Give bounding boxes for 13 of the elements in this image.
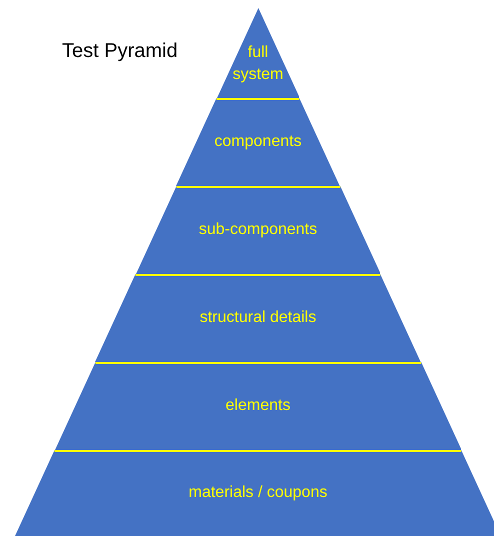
tier-label: structural details xyxy=(200,308,316,328)
pyramid-tier xyxy=(176,98,340,186)
pyramid-title: Test Pyramid xyxy=(62,40,178,63)
tier-label: materials / coupons xyxy=(188,483,328,503)
pyramid-tier xyxy=(95,274,421,362)
pyramid-tier xyxy=(216,8,300,98)
tier-label: components xyxy=(214,132,302,152)
pyramid-tier xyxy=(54,362,462,450)
tier-label: full system xyxy=(232,42,284,85)
tier-label: sub-components xyxy=(198,220,318,240)
pyramid-tier xyxy=(15,450,494,536)
pyramid-tier xyxy=(136,186,380,274)
tier-label: elements xyxy=(226,396,290,416)
